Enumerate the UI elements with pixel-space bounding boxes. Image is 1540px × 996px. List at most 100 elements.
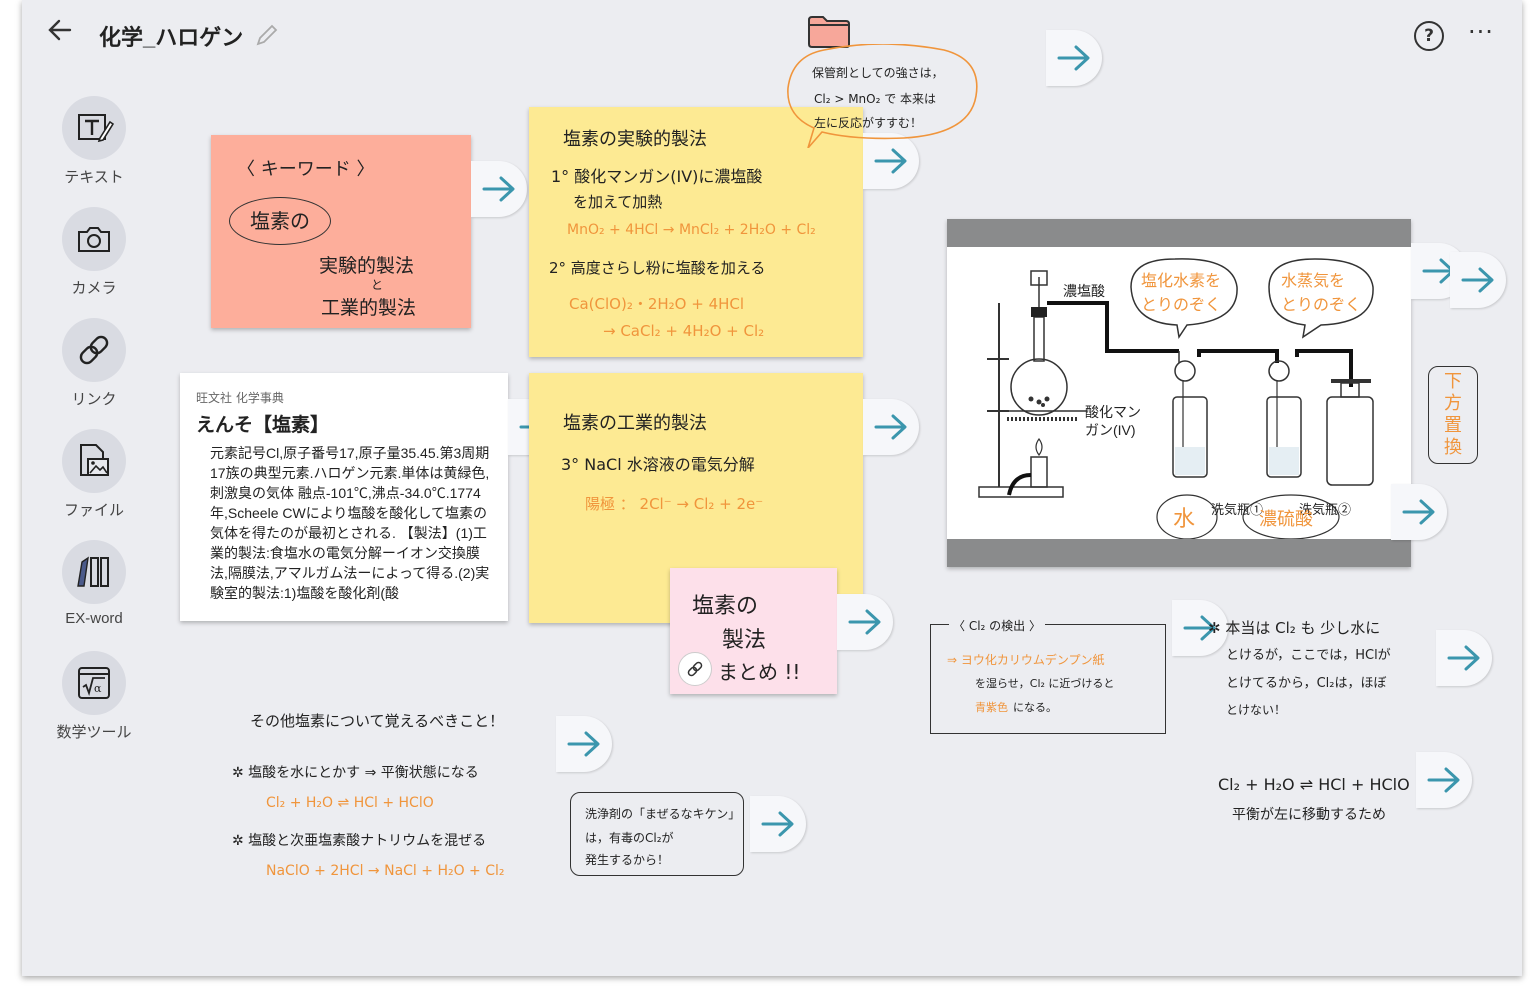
help-icon[interactable]: ? — [1414, 21, 1444, 51]
link-arrow-button[interactable] — [863, 399, 919, 455]
detection-line: 青紫色 — [975, 701, 1008, 714]
link-arrow-button[interactable] — [1450, 252, 1506, 308]
dictionary-source: 旺文社 化学事典 — [196, 391, 284, 405]
folder-icon[interactable] — [808, 16, 850, 48]
arrow-right-icon — [1057, 45, 1090, 71]
note-line: とけるが，ここでは，HClが — [1226, 648, 1391, 663]
link-arrow-button[interactable] — [1391, 484, 1447, 540]
text-tool-icon — [62, 96, 126, 160]
link-arrow-button[interactable] — [863, 133, 919, 189]
detection-line: を湿らせ，Cl₂ に近づけると — [975, 677, 1115, 690]
svg-text:α: α — [94, 682, 102, 695]
tool-label: EX-word — [65, 610, 123, 627]
page-title[interactable]: 化学_ハロゲン — [99, 25, 244, 50]
camera-icon — [62, 207, 126, 271]
link-arrow-button[interactable] — [750, 796, 806, 852]
detection-line: ⇒ ヨウ化カリウムデンプン紙 — [947, 653, 1105, 667]
card-line: 1° 酸化マンガン(IV)に濃塩酸 — [551, 167, 763, 186]
tool-camera[interactable]: カメラ — [42, 207, 146, 298]
summary-line: 製法 — [722, 628, 767, 653]
label-conc-sulfuric: 濃硫酸 — [1259, 509, 1313, 530]
arrow-right-icon — [761, 811, 794, 837]
speech-bubble-note[interactable]: 保管剤としての強さは， Cl₂ > MnO₂ で 本来は 左に反応がすすむ！ — [784, 44, 980, 148]
bubble-water: 水蒸気を とりのぞく — [1281, 271, 1362, 314]
dictionary-body: 元素記号Cl,原子番号17,原子量35.45.第3周期17族の典型元素.ハロゲン… — [210, 445, 490, 601]
dictionary-card[interactable]: 旺文社 化学事典 えんそ【塩素】 元素記号Cl,原子番号17,原子量35.45.… — [180, 373, 508, 621]
other-item: ✲ 塩酸と次亜塩素酸ナトリウムを混ぜる — [232, 833, 487, 849]
label-bottle1: 洗気瓶① — [1211, 502, 1264, 517]
back-arrow-icon[interactable] — [46, 16, 74, 51]
tool-label: テキスト — [64, 169, 124, 186]
keyword-line: 実験的製法 — [319, 255, 415, 277]
keyword-line: 工業的製法 — [321, 297, 417, 319]
link-arrow-button[interactable] — [1436, 630, 1492, 686]
arrow-right-icon — [1427, 767, 1460, 793]
tool-text[interactable]: テキスト — [42, 96, 146, 187]
other-item: ✲ 塩酸を水にとかす ⇒ 平衡状態になる — [232, 765, 479, 781]
link-arrow-button[interactable] — [471, 161, 527, 217]
arrow-right-icon — [567, 731, 600, 757]
note-line: は，有毒のCl₂が — [585, 831, 674, 845]
link-arrow-button[interactable] — [837, 594, 893, 650]
tool-exword[interactable]: EX-word — [42, 540, 146, 627]
note-line: 洗浄剤の「まぜるなキケン」 — [585, 807, 741, 821]
tool-math[interactable]: α 数学ツール — [42, 651, 146, 742]
tool-label: 数学ツール — [56, 724, 132, 741]
detection-line: になる。 — [1013, 701, 1057, 714]
dictionary-headword: えんそ【塩素】 — [196, 415, 330, 436]
apparatus-image[interactable]: 濃塩酸 酸化マン ガン(IV) 洗気瓶① 洗気瓶② 塩化水素を とりのぞく 水蒸… — [947, 219, 1411, 567]
equation: NaClO + 2HCl → NaCl + H₂O + Cl₂ — [266, 863, 505, 879]
equation: MnO₂ + 4HCl → MnCl₂ + 2H₂O + Cl₂ — [567, 222, 816, 238]
summary-card[interactable]: 塩素の 製法 まとめ !! — [670, 568, 837, 694]
link-arrow-button[interactable] — [556, 716, 612, 772]
label-mno2: 酸化マン ガン(IV) — [1085, 404, 1141, 438]
arrow-right-icon — [874, 414, 907, 440]
tool-label: ファイル — [63, 502, 124, 519]
tool-label: リンク — [71, 391, 117, 408]
label-water: 水 — [1173, 507, 1196, 532]
keyword-card[interactable]: 〈 キーワード 〉 塩素の 実験的製法 と 工業的製法 — [211, 135, 471, 328]
arrow-right-icon — [874, 148, 907, 174]
note-line: 平衡が左に移動するため — [1232, 807, 1386, 823]
note-canvas[interactable]: 化学_ハロゲン ? ··· テキスト カメラ リンク ファイル EX-wor — [22, 0, 1522, 976]
summary-line: 塩素の — [692, 594, 759, 619]
arrow-right-icon — [848, 609, 881, 635]
lab-method-card[interactable]: 塩素の実験的製法 1° 酸化マンガン(IV)に濃塩酸 を加えて加熱 MnO₂ +… — [529, 107, 863, 357]
link-arrow-button[interactable] — [1046, 30, 1102, 86]
equilibrium-note[interactable]: Cl₂ + H₂O ⇌ HCl + HClO 平衡が左に移動するため — [1218, 770, 1438, 830]
file-image-icon — [62, 429, 126, 493]
sqrt-alpha-icon: α — [62, 651, 126, 715]
tool-file[interactable]: ファイル — [42, 429, 146, 520]
equation: → CaCl₂ + 4H₂O + Cl₂ — [603, 322, 765, 340]
actually-note[interactable]: ✲ 本当は Cl₂ も 少し水に とけるが，ここでは，HClが とけてるから，C… — [1208, 614, 1430, 722]
other-title: その他塩素について覚えるべきこと！ — [250, 712, 505, 730]
note-line: ✲ 本当は Cl₂ も 少し水に — [1208, 619, 1381, 637]
side-note-box[interactable]: 下方置換 — [1428, 366, 1478, 464]
link-icon — [62, 318, 126, 382]
bubble-line: 左に反応がすすむ！ — [814, 116, 923, 130]
label-conc-hcl: 濃塩酸 — [1063, 283, 1105, 299]
other-notes[interactable]: その他塩素について覚えるべきこと！ ✲ 塩酸を水にとかす ⇒ 平衡状態になる C… — [232, 706, 562, 886]
link-arrow-button[interactable] — [1416, 752, 1472, 808]
bubble-line: 保管剤としての強さは， — [812, 66, 944, 80]
detergent-note[interactable]: 洗浄剤の「まぜるなキケン」 は，有毒のCl₂が 発生するから！ — [570, 792, 744, 876]
detection-note[interactable]: 〈 Cl₂ の検出 〉 ⇒ ヨウ化カリウムデンプン紙 を湿らせ，Cl₂ に近づけ… — [930, 617, 1166, 734]
link-badge-icon[interactable] — [678, 652, 712, 686]
equation: Ca(ClO)₂・2H₂O + 4HCl — [569, 295, 745, 313]
card-title: 塩素の実験的製法 — [563, 129, 707, 150]
tool-label: カメラ — [71, 280, 117, 297]
bubble-line: Cl₂ > MnO₂ で 本来は — [814, 92, 937, 106]
card-line: 2° 高度さらし粉に塩酸を加える — [549, 259, 766, 277]
note-line: 発生するから！ — [585, 853, 670, 867]
keyword-line: と — [371, 278, 384, 292]
bubble-hcl: 塩化水素を とりのぞく — [1141, 271, 1222, 314]
link-arrow-button[interactable] — [1172, 600, 1228, 656]
card-title: 塩素の工業的製法 — [563, 413, 707, 434]
more-menu-icon[interactable]: ··· — [1468, 18, 1494, 46]
equation: 陽極 ： 2Cl⁻ → Cl₂ + 2e⁻ — [585, 495, 764, 513]
note-line: とけてるから，Cl₂は，ほぼ — [1226, 676, 1387, 691]
tool-link[interactable]: リンク — [42, 318, 146, 409]
arrow-right-icon — [1402, 499, 1435, 525]
pencil-icon[interactable] — [254, 22, 280, 54]
keyword-header: 〈 キーワード 〉 — [237, 159, 375, 180]
